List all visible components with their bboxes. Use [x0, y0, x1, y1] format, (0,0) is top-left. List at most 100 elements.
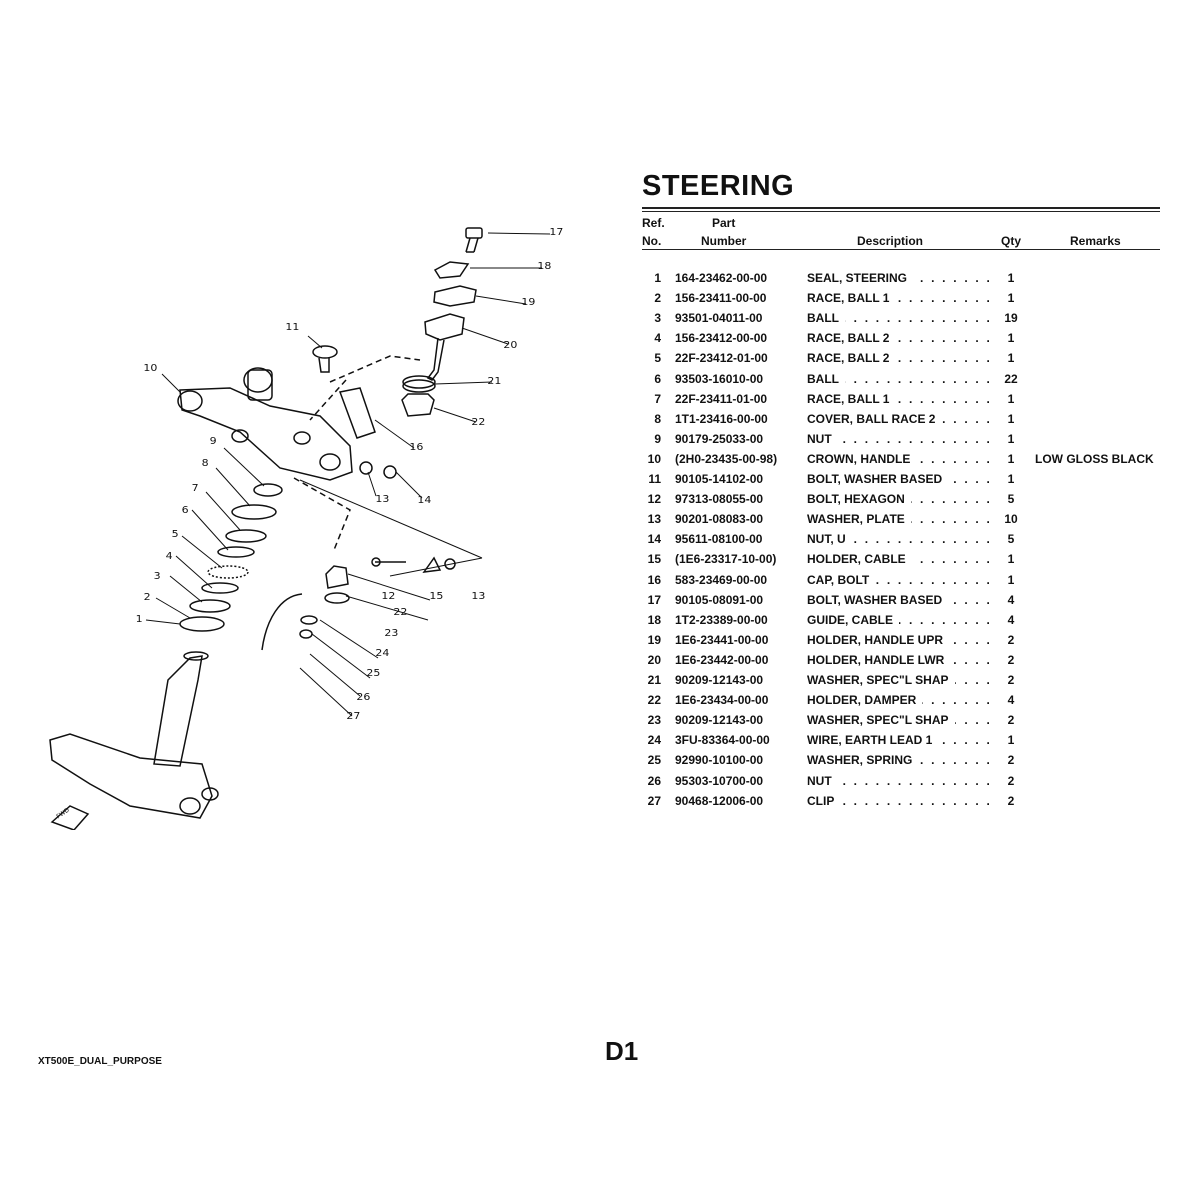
- description-cell: BOLT, WASHER BASED . . . . . . . . . . .…: [807, 593, 992, 607]
- callout-21: 21: [487, 376, 502, 387]
- dot-leader: . . . . . . . . . . . . . . . . . . . . …: [875, 572, 992, 587]
- description-cell: HOLDER, DAMPER . . . . . . . . . . . . .…: [807, 693, 992, 707]
- header-ref-line1: Ref.: [642, 216, 665, 230]
- part-number: 1E6-23434-00-00: [675, 693, 769, 708]
- dot-leader: . . . . . . . . . . . . . . . . . . . . …: [948, 592, 992, 607]
- quantity: 2: [1007, 793, 1015, 808]
- description: NUT: [807, 431, 832, 446]
- description: NUT: [807, 773, 832, 788]
- dot-leader: . . . . . . . . . . . . . . . . . . . . …: [918, 753, 992, 768]
- callout-26: 26: [356, 692, 371, 703]
- part-number: 90105-14102-00: [675, 472, 764, 486]
- description: WASHER, SPRING: [807, 753, 913, 768]
- description: HOLDER, HANDLE UPR: [807, 632, 944, 647]
- ref-number: 10: [647, 451, 661, 466]
- quantity: 22: [1004, 371, 1018, 386]
- description: BOLT, WASHER BASED: [807, 472, 943, 486]
- exploded-diagram: 17 18 19 20 21 22 16 14 13 11 10 9 8 7 6…: [30, 210, 590, 830]
- ref-number: 14: [647, 532, 661, 547]
- callout-1: 1: [135, 614, 143, 625]
- callout-13: 13: [375, 494, 390, 505]
- callout-8: 8: [201, 458, 209, 469]
- part-number: 90201-08083-00: [675, 512, 764, 527]
- quantity: 10: [1004, 512, 1018, 527]
- dot-leader: . . . . . . . . . . . . . . . . . . . . …: [941, 411, 992, 426]
- page-title: STEERING: [642, 170, 795, 202]
- part-number: 156-23411-00-00: [675, 291, 767, 306]
- description: BALL: [807, 371, 839, 386]
- description: RACE, BALL 2: [807, 331, 890, 346]
- steering-assembly-drawing: [49, 227, 551, 830]
- quantity: 1: [1007, 733, 1015, 748]
- callout-18: 18: [537, 261, 552, 272]
- part-number: 1T2-23389-00-00: [675, 612, 768, 627]
- callout-23: 23: [384, 628, 399, 639]
- part-number: 97313-08055-00: [675, 492, 764, 507]
- dot-leader: . . . . . . . . . . . . . . . . . . . . …: [938, 733, 992, 748]
- description-cell: NUT . . . . . . . . . . . . . . . . . . …: [807, 432, 992, 446]
- part-number: 1E6-23441-00-00: [675, 632, 769, 647]
- quantity: 1: [1007, 351, 1015, 366]
- description-cell: WIRE, EARTH LEAD 1 . . . . . . . . . . .…: [807, 733, 992, 747]
- quantity: 1: [1007, 451, 1015, 466]
- quantity: 2: [1007, 673, 1015, 687]
- description: BOLT, WASHER BASED: [807, 592, 943, 607]
- dot-leader: . . . . . . . . . . . . . . . . . . . . …: [895, 391, 992, 406]
- lower-bracket-part: [49, 733, 213, 819]
- part-number: 90468-12006-00: [675, 793, 764, 808]
- quantity: 2: [1007, 753, 1015, 768]
- description-cell: BOLT, HEXAGON . . . . . . . . . . . . . …: [807, 492, 992, 506]
- ref-number: 12: [647, 492, 661, 507]
- description-cell: NUT, U . . . . . . . . . . . . . . . . .…: [807, 532, 992, 546]
- description: HOLDER, CABLE: [807, 552, 906, 567]
- bolt-part: [465, 227, 483, 253]
- description: RACE, BALL 1: [807, 391, 890, 406]
- description-cell: WASHER, SPRING . . . . . . . . . . . . .…: [807, 753, 992, 767]
- dot-leader: . . . . . . . . . . . . . . . . . . . . …: [895, 351, 992, 366]
- title-rule: [642, 207, 1160, 209]
- part-number: 95303-10700-00: [675, 773, 764, 788]
- quantity: 19: [1004, 311, 1018, 326]
- description: CLIP: [807, 793, 835, 808]
- callout-27: 27: [346, 711, 361, 722]
- dot-leader: . . . . . . . . . . . . . . . . . . . . …: [840, 793, 992, 808]
- description-cell: WASHER, SPEC"L SHAP . . . . . . . . . . …: [807, 673, 992, 687]
- dot-leader: . . . . . . . . . . . . . . . . . . . . …: [838, 431, 992, 446]
- dot-leader: . . . . . . . . . . . . . . . . . . . . …: [922, 693, 992, 708]
- ref-number: 11: [648, 472, 661, 486]
- callout-12: 12: [381, 591, 396, 602]
- ref-number: 5: [654, 351, 661, 366]
- model-name: XT500E_DUAL_PURPOSE: [38, 1056, 162, 1067]
- description: WASHER, SPEC"L SHAP: [807, 673, 949, 687]
- quantity: 5: [1007, 492, 1015, 507]
- description-cell: HOLDER, HANDLE LWR . . . . . . . . . . .…: [807, 653, 992, 667]
- quantity: 1: [1007, 391, 1015, 406]
- ref-number: 24: [647, 733, 661, 748]
- description-cell: CLIP . . . . . . . . . . . . . . . . . .…: [807, 794, 992, 808]
- ref-number: 25: [647, 753, 661, 768]
- description-cell: CROWN, HANDLE . . . . . . . . . . . . . …: [807, 452, 992, 466]
- dot-leader: . . . . . . . . . . . . . . . . . . . . …: [845, 371, 992, 386]
- description: BOLT, HEXAGON: [807, 492, 905, 507]
- quantity: 4: [1007, 592, 1015, 607]
- dot-leader: . . . . . . . . . . . . . . . . . . . . …: [852, 532, 992, 547]
- page-number: D1: [605, 1036, 639, 1066]
- callout-3: 3: [153, 571, 161, 582]
- description-cell: RACE, BALL 1 . . . . . . . . . . . . . .…: [807, 291, 992, 305]
- part-number: (1E6-23317-10-00): [675, 552, 777, 567]
- dot-leader: . . . . . . . . . . . . . . . . . . . . …: [955, 673, 992, 687]
- dot-leader: . . . . . . . . . . . . . . . . . . . . …: [950, 652, 992, 667]
- description-cell: BALL . . . . . . . . . . . . . . . . . .…: [807, 311, 992, 325]
- ref-number: 6: [654, 371, 661, 386]
- callout-15: 15: [429, 591, 444, 602]
